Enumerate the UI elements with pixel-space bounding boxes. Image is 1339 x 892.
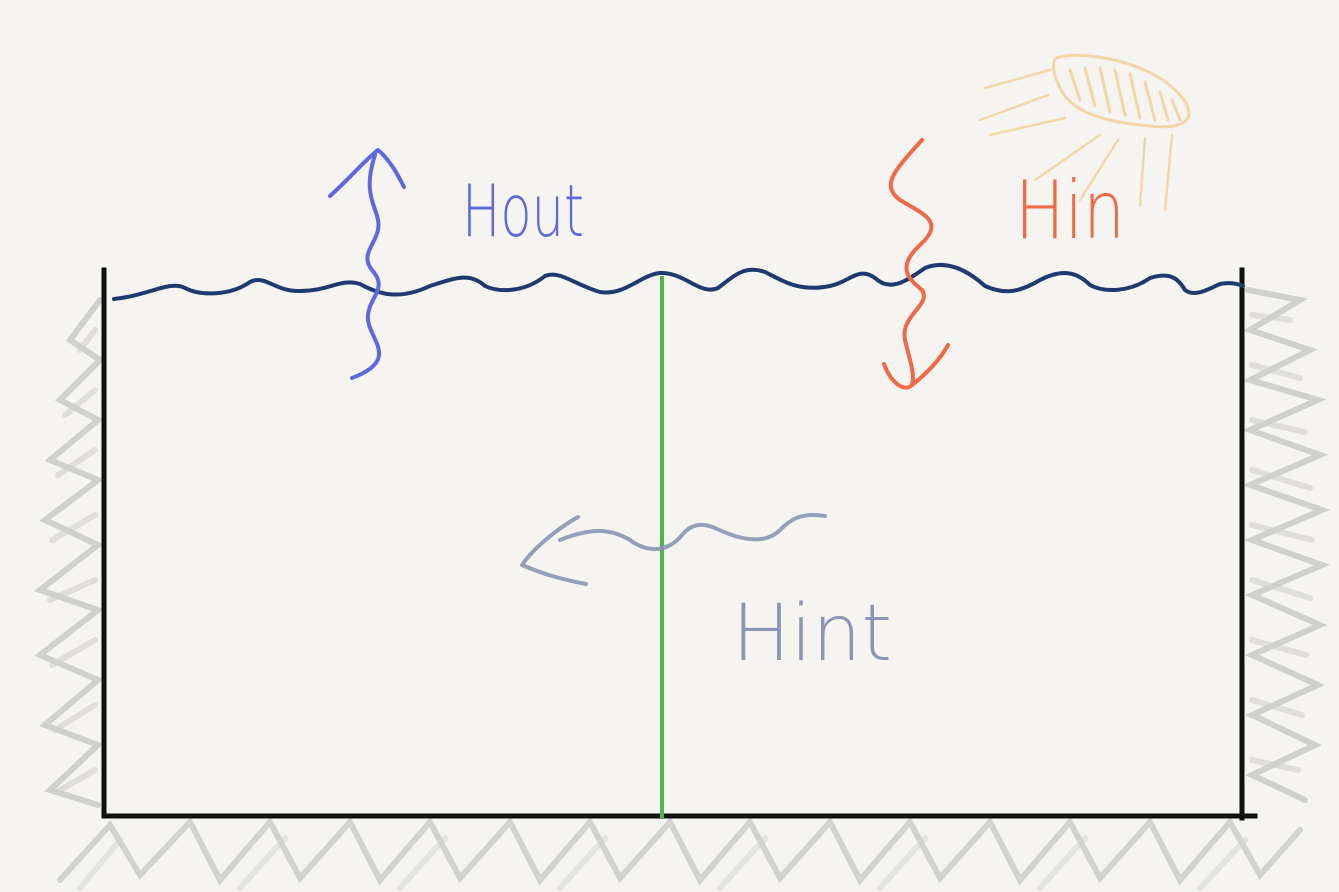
squiggle-arrow-up-icon xyxy=(328,148,406,380)
container-walls xyxy=(101,267,1258,821)
right-ground-hatch xyxy=(1241,287,1331,803)
heat-out-label: Hout xyxy=(462,169,584,253)
heat-in-label: Hin xyxy=(1015,164,1125,257)
bottom-ground-hatch xyxy=(57,816,1303,891)
squiggle-arrow-down-icon xyxy=(882,138,950,390)
sun-icon xyxy=(978,53,1191,212)
left-ground-hatch xyxy=(33,297,105,808)
wavy-arrow-left-icon xyxy=(520,513,827,586)
heat-internal-label: Hint xyxy=(732,589,892,679)
water-surface xyxy=(112,262,1245,301)
